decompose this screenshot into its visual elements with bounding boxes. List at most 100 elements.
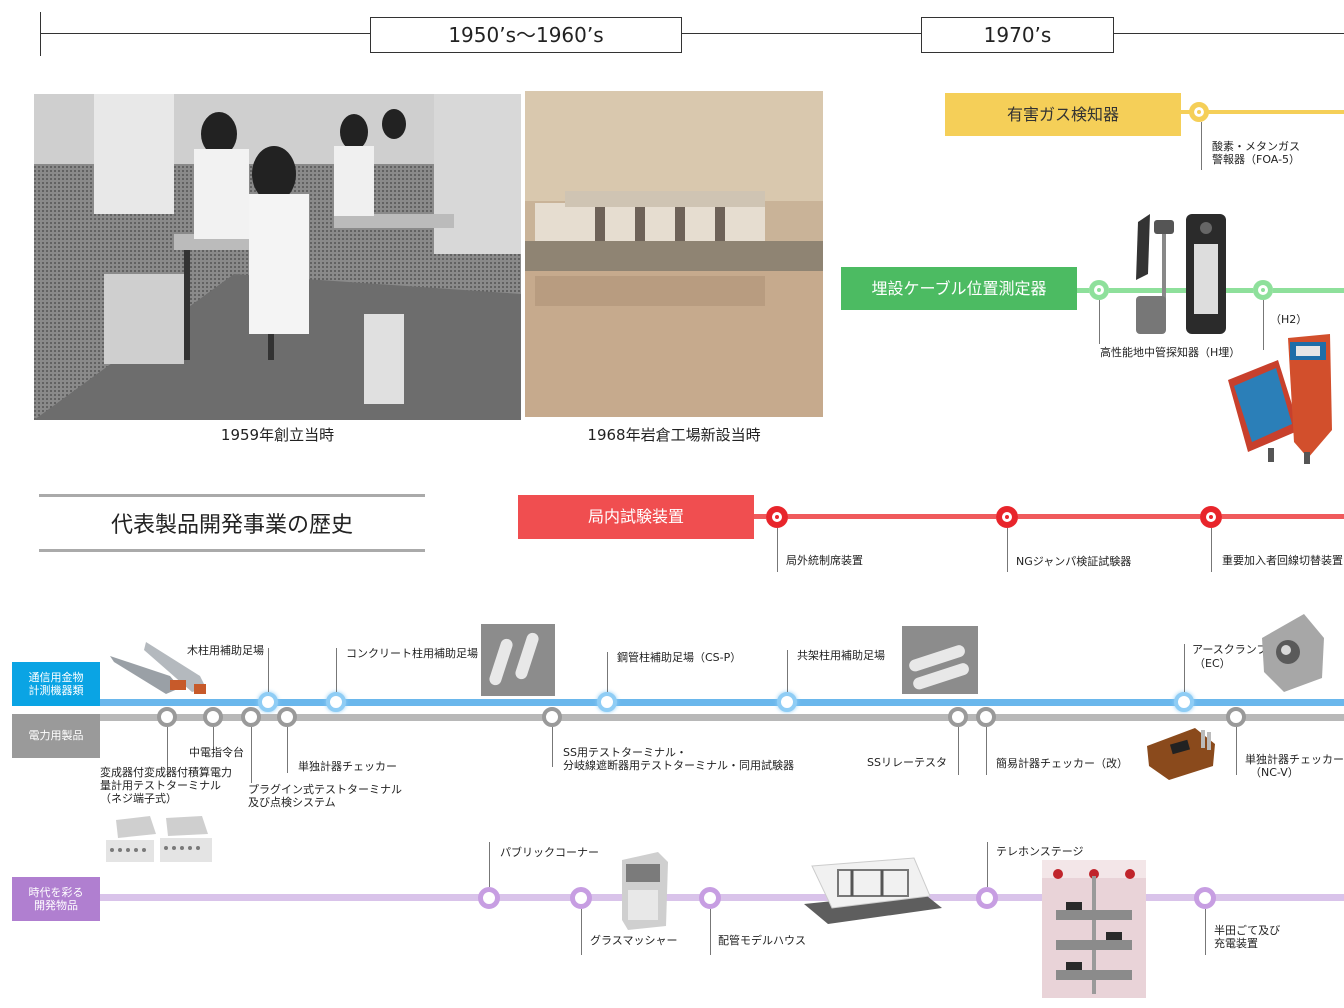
era-node-1 (478, 887, 500, 909)
comm-node-5 (1174, 692, 1194, 712)
comm-tick-1 (268, 648, 269, 692)
comm-item-earth-clamp-code: （EC） (1194, 657, 1231, 670)
era-tick-1 (489, 842, 490, 887)
era-products-row-label: 時代を彩る 開発物品 (12, 877, 100, 921)
power-item-meter-terminal-1: 変成器付変成器付積算電力 (100, 766, 232, 779)
cable-item-h2: （H2） (1270, 313, 1308, 326)
cable-tick-2 (1263, 300, 1264, 350)
era-item-glass-masher: グラスマッシャー (590, 934, 678, 947)
comm-row-label-line2: 計測機器類 (28, 684, 84, 697)
power-tick-1 (167, 727, 168, 777)
comm-node-2 (326, 692, 346, 712)
office-item-2: NGジャンパ検証試験器 (1016, 555, 1132, 568)
comm-tick-5 (1184, 644, 1185, 692)
era-tick-5 (1205, 909, 1206, 955)
cable-item-h-ume: 高性能地中管探知器（H埋） (1100, 346, 1241, 359)
power-item-single-checker-ncv-1: 単独計器チェッカー (1245, 753, 1344, 766)
power-item-single-checker: 単独計器チェッカー (298, 760, 397, 773)
power-tick-3 (251, 727, 252, 783)
gas-tick (1201, 122, 1202, 170)
power-tick-4 (287, 727, 288, 773)
telephone-stage-image (1042, 860, 1146, 998)
power-tick-2 (213, 727, 214, 747)
comm-line (100, 699, 1344, 706)
era-products-line (100, 894, 1344, 901)
gas-category-label: 有害ガス検知器 (945, 93, 1181, 136)
caption-factory-1959: 1959年創立当時 (220, 426, 335, 444)
office-node-3 (1200, 506, 1222, 528)
era-item-telephone-stage: テレホンステージ (996, 845, 1084, 858)
comm-item-steel-pole: 鋼管柱補助足場（CS-P） (617, 651, 742, 664)
era-tick-2 (581, 909, 582, 955)
cable-detector-image (1128, 214, 1230, 340)
power-item-plugin-terminal-1: プラグイン式テストターミナル (248, 783, 402, 796)
comm-tick-2 (336, 648, 337, 692)
comm-row-label: 通信用金物 計測機器類 (12, 662, 100, 706)
office-tick-1 (777, 528, 778, 572)
era-axis (40, 33, 1344, 34)
comm-tick-3 (607, 652, 608, 692)
office-node-2 (996, 506, 1018, 528)
gas-node (1189, 102, 1209, 122)
era-products-label-line1: 時代を彩る (28, 886, 84, 899)
shared-pole-step-image (902, 626, 978, 694)
era-item-public-corner: パブリックコーナー (500, 846, 599, 859)
cable-category-label: 埋設ケーブル位置測定器 (841, 267, 1077, 310)
office-tick-2 (1007, 528, 1008, 572)
section-title: 代表製品開発事業の歴史 (110, 513, 353, 538)
era-item-pipe-model-house: 配管モデルハウス (718, 934, 806, 947)
power-node-6 (948, 707, 968, 727)
comm-item-wood-pole: 木柱用補助足場 (187, 644, 264, 657)
comm-node-4 (777, 692, 797, 712)
office-node-1 (766, 506, 788, 528)
power-item-simple-checker: 簡易計器チェッカー（改） (996, 757, 1128, 770)
power-tick-7 (986, 727, 987, 775)
photo-factory-1959 (34, 94, 521, 420)
title-rule-top (39, 494, 425, 497)
power-item-meter-terminal-2: 量計用テストターミナル (100, 779, 221, 792)
photo-factory-1968 (525, 91, 823, 417)
power-tick-6 (958, 727, 959, 775)
office-line (754, 514, 1344, 519)
glass-masher-image (618, 850, 670, 930)
simple-checker-image (1145, 722, 1221, 782)
power-node-7 (976, 707, 996, 727)
era-tick-3 (710, 909, 711, 955)
earth-clamp-image (1258, 608, 1328, 694)
concrete-pole-step-image (481, 624, 555, 696)
gas-item-line1: 酸素・メタンガス (1212, 140, 1300, 153)
era-products-label-line2: 開発物品 (34, 899, 78, 912)
cable-h2-image (1228, 330, 1338, 466)
power-item-single-checker-ncv-2: （NC-V） (1250, 766, 1299, 779)
power-node-8 (1226, 707, 1246, 727)
comm-item-earth-clamp: アースクランプ (1192, 643, 1268, 656)
power-item-chuden: 中電指令台 (189, 746, 244, 759)
era-node-2 (570, 887, 592, 909)
power-item-ss-terminal-2: 分岐線遮断器用テストターミナル・同用試験器 (563, 759, 794, 772)
power-node-5 (542, 707, 562, 727)
power-item-plugin-terminal-2: 及び点検システム (248, 796, 336, 809)
power-tick-5 (552, 727, 553, 767)
era-node-4 (976, 887, 998, 909)
title-rule-bottom (39, 549, 425, 552)
era-item-soldering-1: 半田ごて及び (1214, 924, 1281, 937)
office-item-3: 重要加入者回線切替装置 (1222, 554, 1343, 567)
wood-pole-step-image (110, 636, 210, 706)
era-node-3 (699, 887, 721, 909)
comm-node-1 (258, 692, 278, 712)
power-item-ss-relay-tester: SSリレーテスタ (867, 756, 947, 769)
comm-item-shared-pole: 共架柱用補助足場 (797, 649, 885, 662)
comm-tick-4 (787, 650, 788, 692)
era-label-1950s: 1950’s～1960’s (370, 17, 682, 53)
office-category-label: 局内試験装置 (518, 495, 754, 539)
power-line (100, 714, 1344, 721)
power-node-4 (277, 707, 297, 727)
power-node-1 (157, 707, 177, 727)
era-item-soldering-2: 充電装置 (1214, 937, 1258, 950)
comm-row-label-line1: 通信用金物 (28, 671, 84, 684)
era-tick-4 (987, 842, 988, 887)
era-label-1970s: 1970’s (921, 17, 1114, 53)
cable-tick-1 (1099, 300, 1100, 344)
power-tick-8 (1236, 727, 1237, 775)
gas-line (1180, 110, 1344, 114)
